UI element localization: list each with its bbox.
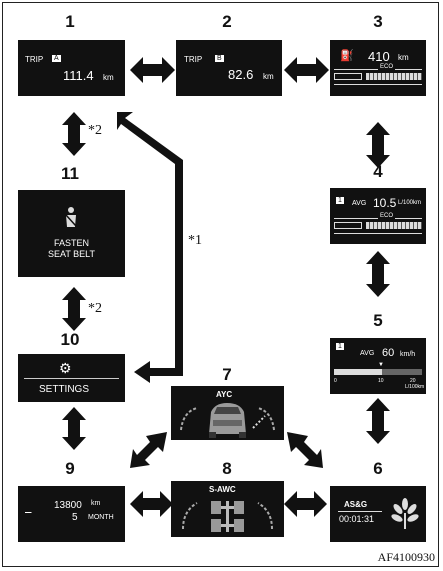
arrow-8-6: [284, 491, 327, 517]
arrow-7-6: [287, 432, 323, 468]
range-unit: km: [398, 53, 409, 62]
tick-label: 20: [410, 378, 416, 384]
leaf-icon: [391, 498, 419, 529]
avg-value: 60: [382, 347, 395, 359]
figure-code: AF4100930: [377, 550, 435, 564]
avg-unit: km/h: [400, 351, 416, 358]
range-value: 410: [368, 49, 390, 64]
arrow-2-3: [284, 57, 329, 83]
screen-trip-a: TRIP A 111.4 km: [18, 40, 125, 96]
screen-number: 1: [65, 12, 75, 31]
avg-value: 10.5: [373, 196, 397, 210]
screen-avg-consumption: 1 AVG 10.5 L/100km ECO: [330, 188, 426, 244]
service-month-unit: MONTH: [88, 514, 114, 521]
screen-range: ⛽ 410 km ECO: [330, 40, 426, 96]
footnote-marker: *2: [88, 123, 102, 138]
arrow-1-2: [130, 57, 175, 83]
arrow-1-to-10: [117, 112, 183, 383]
s-awc-title: S-AWC: [209, 485, 236, 494]
tick-unit: L/100km: [405, 384, 425, 390]
screen-asg: AS&G 00:01:31: [330, 486, 426, 542]
seat-belt-icon: [65, 207, 77, 227]
wrench-icon: ⎯: [25, 504, 32, 519]
screen-settings: ⚙ SETTINGS: [18, 354, 125, 402]
tick-label: 0: [334, 378, 337, 384]
seat-belt-line1: FASTEN: [53, 238, 89, 248]
arrow-1-11: [62, 112, 86, 156]
screen-number: 7: [222, 365, 232, 384]
trip-badge: B: [215, 55, 224, 62]
screen-number: 4: [373, 162, 383, 181]
asg-label: AS&G: [344, 500, 368, 509]
screen-s-awc: S-AWC: [171, 481, 284, 537]
arrow-5-6: [366, 398, 390, 444]
screen-number: 9: [65, 459, 75, 478]
trip-label: TRIP: [184, 55, 203, 64]
trip-value: 82.6: [228, 67, 254, 82]
avg-label: AVG: [352, 200, 367, 207]
screen-trip-b: TRIP B 82.6 km: [176, 40, 282, 96]
screen-seat-belt: FASTEN SEAT BELT: [18, 190, 125, 277]
figure-frame: [2, 2, 439, 567]
trip-unit: km: [103, 73, 114, 82]
trip-badge: A: [52, 55, 61, 62]
ayc-title: AYC: [216, 390, 233, 399]
pointer-icon: ▼: [378, 362, 384, 368]
arrow-9-8: [130, 491, 173, 517]
screen-ayc: AYC: [171, 386, 284, 440]
gear-icon: ⚙: [59, 360, 72, 376]
settings-label: SETTINGS: [39, 384, 90, 395]
trip-unit: km: [263, 72, 274, 81]
service-months: 5: [72, 512, 78, 523]
screen-number: 11: [61, 164, 79, 183]
arrow-10-9: [62, 407, 86, 450]
trip-label: TRIP: [25, 55, 44, 64]
service-km: 13800: [54, 500, 82, 511]
arrow-7-9: [130, 432, 167, 468]
service-km-unit: km: [91, 500, 101, 507]
badge: 1: [336, 197, 344, 204]
screen-service: ⎯ 13800 km 5 MONTH: [18, 486, 125, 542]
screen-number: 6: [373, 459, 383, 478]
drivetrain-icon: [182, 501, 273, 532]
eco-label: ECO: [378, 213, 396, 219]
car-front-icon: [180, 403, 275, 438]
tick-label: 10: [378, 378, 384, 384]
fuel-pump-icon: ⛽: [340, 50, 354, 62]
arrow-4-5: [366, 251, 390, 297]
footnote-marker: *1: [188, 233, 202, 248]
screen-number: 2: [222, 12, 232, 31]
screen-number: 8: [222, 459, 232, 478]
screen-number: 10: [60, 330, 80, 349]
avg-label: AVG: [360, 350, 375, 357]
arrow-3-4: [366, 122, 390, 168]
badge: 1: [336, 343, 344, 350]
arrow-11-10: [62, 287, 86, 331]
screen-number: 3: [373, 12, 383, 31]
eco-label: ECO: [378, 64, 396, 70]
footnote-marker: *2: [88, 301, 102, 316]
seat-belt-line2: SEAT BELT: [47, 249, 96, 259]
avg-unit: L/100km: [398, 200, 422, 206]
trip-value: 111.4: [63, 68, 94, 83]
screen-avg-speed: 1 AVG 60 km/h ▼ 0 10 20 L/100km: [330, 338, 426, 394]
asg-time: 00:01:31: [339, 514, 375, 524]
screen-number: 5: [373, 311, 383, 330]
